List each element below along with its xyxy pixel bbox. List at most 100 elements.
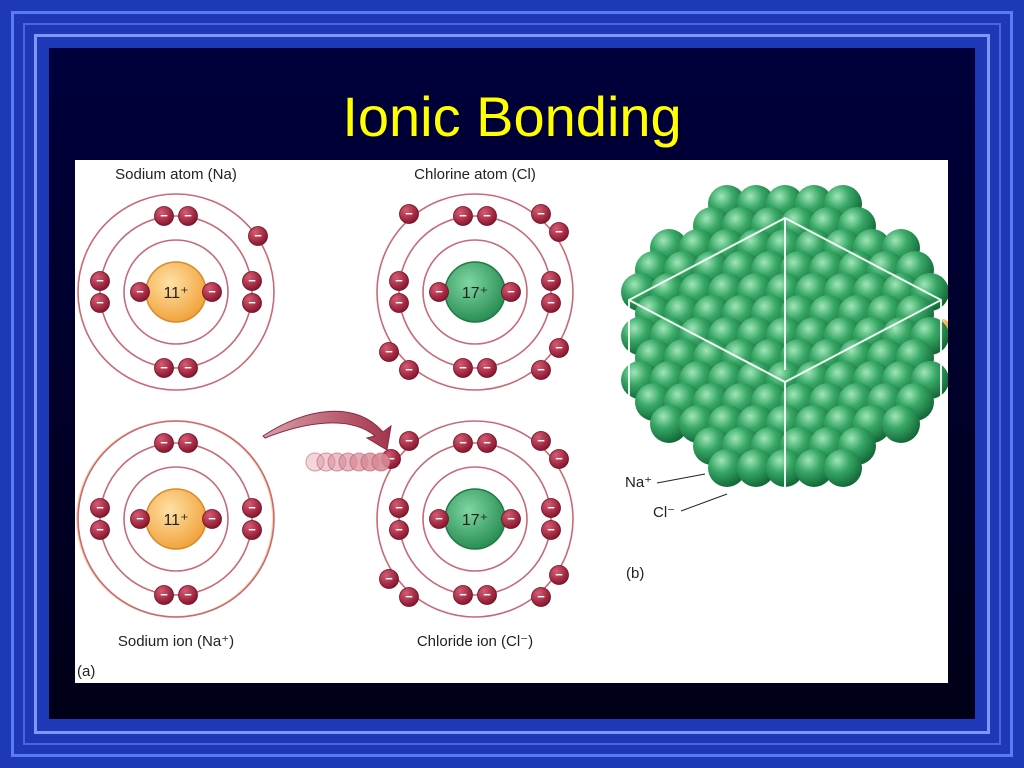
electron-sign: − [395,522,403,537]
electron-body [178,206,198,226]
electron-sign: − [385,344,393,359]
electron-body [399,204,419,224]
chloride-ion-label: Chloride ion (Cl⁻) [417,633,533,650]
electron-sign: − [96,295,104,310]
electron-body [501,282,521,302]
panel-a-label: (a) [77,663,95,680]
na-ion-pointer [656,473,706,484]
electron: − [399,431,419,451]
electron-sign: − [160,435,168,450]
electron-body [154,206,174,226]
electron: − [90,520,110,540]
electron: − [531,431,551,451]
electron-sign: − [405,362,413,377]
electron-sign: − [537,433,545,448]
electron: − [389,498,409,518]
electron: − [178,358,198,378]
electron-sign: − [387,451,395,466]
electron: − [531,587,551,607]
electron-sign: − [184,360,192,375]
electron-body [477,358,497,378]
electron: − [501,282,521,302]
electron-body [389,498,409,518]
electron-sign: − [537,362,545,377]
electron-body [477,206,497,226]
electron-body [477,433,497,453]
electron-body [453,585,473,605]
electron-sign: − [405,433,413,448]
electron: − [399,204,419,224]
electron-sign: − [537,206,545,221]
electron: − [429,282,449,302]
electron: − [389,520,409,540]
electron-sign: − [248,522,256,537]
electron-body [477,585,497,605]
electron: − [248,226,268,246]
electron: − [399,587,419,607]
electron: − [130,282,150,302]
slide-title: Ionic Bonding [342,85,682,148]
electron: − [130,509,150,529]
electron: − [154,206,174,226]
electron-body [248,226,268,246]
electron: − [453,585,473,605]
electron-sign: − [547,295,555,310]
electron-body [429,509,449,529]
electron-sign: − [459,360,467,375]
electron-sign: − [555,567,563,582]
shell-1 [123,239,229,345]
shell-2 [99,215,253,369]
electron: − [531,204,551,224]
chlorine-atom-label: Chlorine atom (Cl) [414,166,536,183]
electron-body [202,509,222,529]
electron-sign: − [435,284,443,299]
electron-sign: − [385,571,393,586]
unit-cell-edge [784,299,942,383]
electron: − [541,293,561,313]
electron-body [549,338,569,358]
electron-sign: − [459,208,467,223]
electron-body [130,282,150,302]
electron-body [531,587,551,607]
electron-sign: − [459,435,467,450]
electron: − [549,222,569,242]
electron-sign: − [248,273,256,288]
electron: − [242,271,262,291]
electron: − [90,271,110,291]
electron-sign: − [547,500,555,515]
electron: − [389,293,409,313]
electron-sign: − [395,273,403,288]
electron-sign: − [483,587,491,602]
electron-sign: − [483,360,491,375]
electron-sign: − [208,284,216,299]
electron-body [154,358,174,378]
electron-sign: − [160,208,168,223]
electron-sign: − [136,284,144,299]
nucleus-charge-label: 17⁺ [462,512,488,529]
electron-body [429,282,449,302]
shell-1 [123,466,229,572]
electron-sign: − [208,511,216,526]
shell-2 [99,442,253,596]
electron: − [178,433,198,453]
electron-body [389,293,409,313]
electron: − [389,271,409,291]
diagram-svg: Sodium atom (Na) Chlorine atom (Cl) Sodi… [76,166,948,680]
inner-frame [34,34,990,734]
nucleus-charge-label: 17⁺ [462,285,488,302]
electron-body [154,585,174,605]
electron-sign: − [555,340,563,355]
electron-trail [305,452,391,472]
chlorine-atom: 17⁺−−−−−−−−−−−−−−−−− [376,193,574,391]
electron-body [178,433,198,453]
cl-ion [650,405,688,443]
electron-body [202,282,222,302]
electron: − [453,358,473,378]
electron-sign: − [395,500,403,515]
electron: − [549,338,569,358]
electron-body [501,509,521,529]
shell-3 [77,420,275,618]
electron-sign: − [96,273,104,288]
electron-sign: − [254,228,262,243]
electron-body [178,358,198,378]
